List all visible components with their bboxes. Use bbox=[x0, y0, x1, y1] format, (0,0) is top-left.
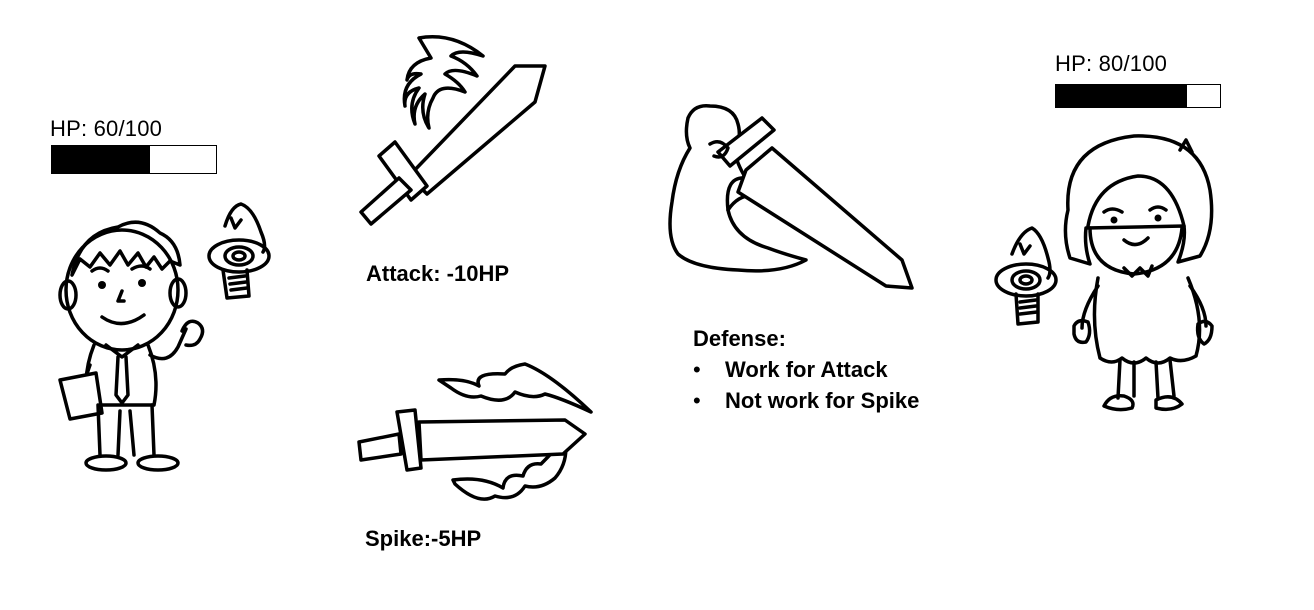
speeding-sword-icon[interactable] bbox=[355, 360, 600, 510]
defense-title: Defense: bbox=[693, 326, 786, 351]
enemy-hp-fill bbox=[1056, 85, 1188, 107]
player-hp-fill bbox=[52, 146, 151, 173]
bullet-icon: • bbox=[693, 388, 701, 413]
defense-point-text: Not work for Spike bbox=[725, 388, 920, 413]
flaming-sword-icon[interactable] bbox=[355, 28, 555, 228]
defense-info: Defense: • Work for Attack • Not work for … bbox=[693, 323, 919, 416]
attack-label: Attack: -10HP bbox=[366, 261, 510, 286]
bullet-icon: • bbox=[693, 357, 701, 382]
eye-hand-icon bbox=[994, 226, 1058, 326]
boy-character-icon[interactable] bbox=[50, 205, 220, 475]
defense-point-text: Work for Attack bbox=[725, 357, 888, 382]
player-hp-bar bbox=[51, 145, 217, 174]
spike-label: Spike:-5HP bbox=[365, 526, 482, 551]
eye-hand-icon bbox=[207, 202, 271, 300]
arm-sword-icon[interactable] bbox=[664, 98, 924, 303]
enemy-hp-bar bbox=[1055, 84, 1221, 108]
defense-points-list: • Work for Attack • Not work for Spike bbox=[693, 354, 919, 416]
defense-point: • Not work for Spike bbox=[693, 385, 919, 416]
defense-point: • Work for Attack bbox=[693, 354, 919, 385]
girl-character-icon[interactable] bbox=[1060, 130, 1230, 420]
player-hp-label: HP: 60/100 bbox=[50, 116, 163, 141]
enemy-hp-label: HP: 80/100 bbox=[1055, 51, 1168, 76]
